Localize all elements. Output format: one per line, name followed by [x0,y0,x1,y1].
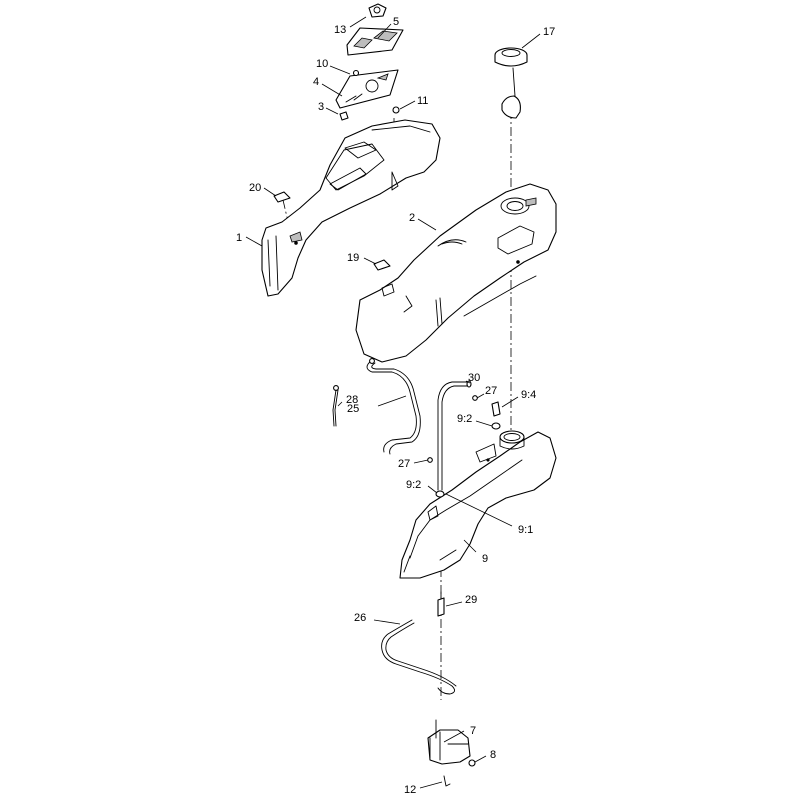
callout-1: 1 [236,232,242,244]
callout-4: 4 [313,76,319,88]
part-27-clamp-lower [427,457,433,463]
part-26-hose [381,619,457,695]
part-2-fender [355,183,557,363]
callout-9-2-lower: 9:2 [406,479,421,491]
part-19-cap [373,259,391,271]
part-5-plate [346,27,404,56]
callout-27-upper: 27 [485,385,497,397]
part-10-screw [352,69,360,77]
part-30-pipe [437,380,472,491]
callout-17: 17 [543,26,555,38]
callout-12: 12 [404,784,416,796]
callout-2: 2 [409,212,415,224]
part-7-bracket [427,719,471,765]
part-29-valve [437,591,445,617]
part-11-bolt [392,106,400,114]
part-9-4-fitting [491,401,501,417]
callout-13: 13 [334,24,346,36]
part-25-fuel-line [366,358,421,455]
callout-25: 25 [347,403,359,415]
callout-27-lower: 27 [398,458,410,470]
part-9-fuel-tank [399,430,557,579]
part-9-2-grommet-upper [491,422,501,430]
callout-3: 3 [318,101,324,113]
callout-5: 5 [393,16,399,28]
part-8-nut [468,759,476,767]
part-4-plate [335,69,399,109]
part-3-clip [339,111,349,121]
callout-9-2-upper: 9:2 [457,413,472,425]
callout-11: 11 [417,95,428,107]
callout-9: 9 [482,553,488,565]
part-20-cap [273,191,291,203]
callout-28: 28 [346,394,358,406]
callout-20: 20 [249,182,261,194]
callout-26: 26 [354,612,366,624]
part-1-console [261,119,441,297]
leader-lines [245,16,541,789]
part-12-clip [443,775,451,787]
callout-29: 29 [465,594,477,606]
callout-30: 30 [468,372,480,384]
callout-19: 19 [347,252,359,264]
callout-8: 8 [490,749,496,761]
callout-7: 7 [470,725,476,737]
part-9-2-grommet-lower [435,490,445,498]
callout-9-4: 9:4 [521,389,536,401]
part-17-fuel-cap [494,47,528,119]
callout-9-1: 9:1 [518,524,533,536]
part-13-knob [368,3,387,18]
part-27-clamp-upper [472,395,478,401]
part-28-rod [332,385,339,427]
callout-10: 10 [316,58,328,70]
